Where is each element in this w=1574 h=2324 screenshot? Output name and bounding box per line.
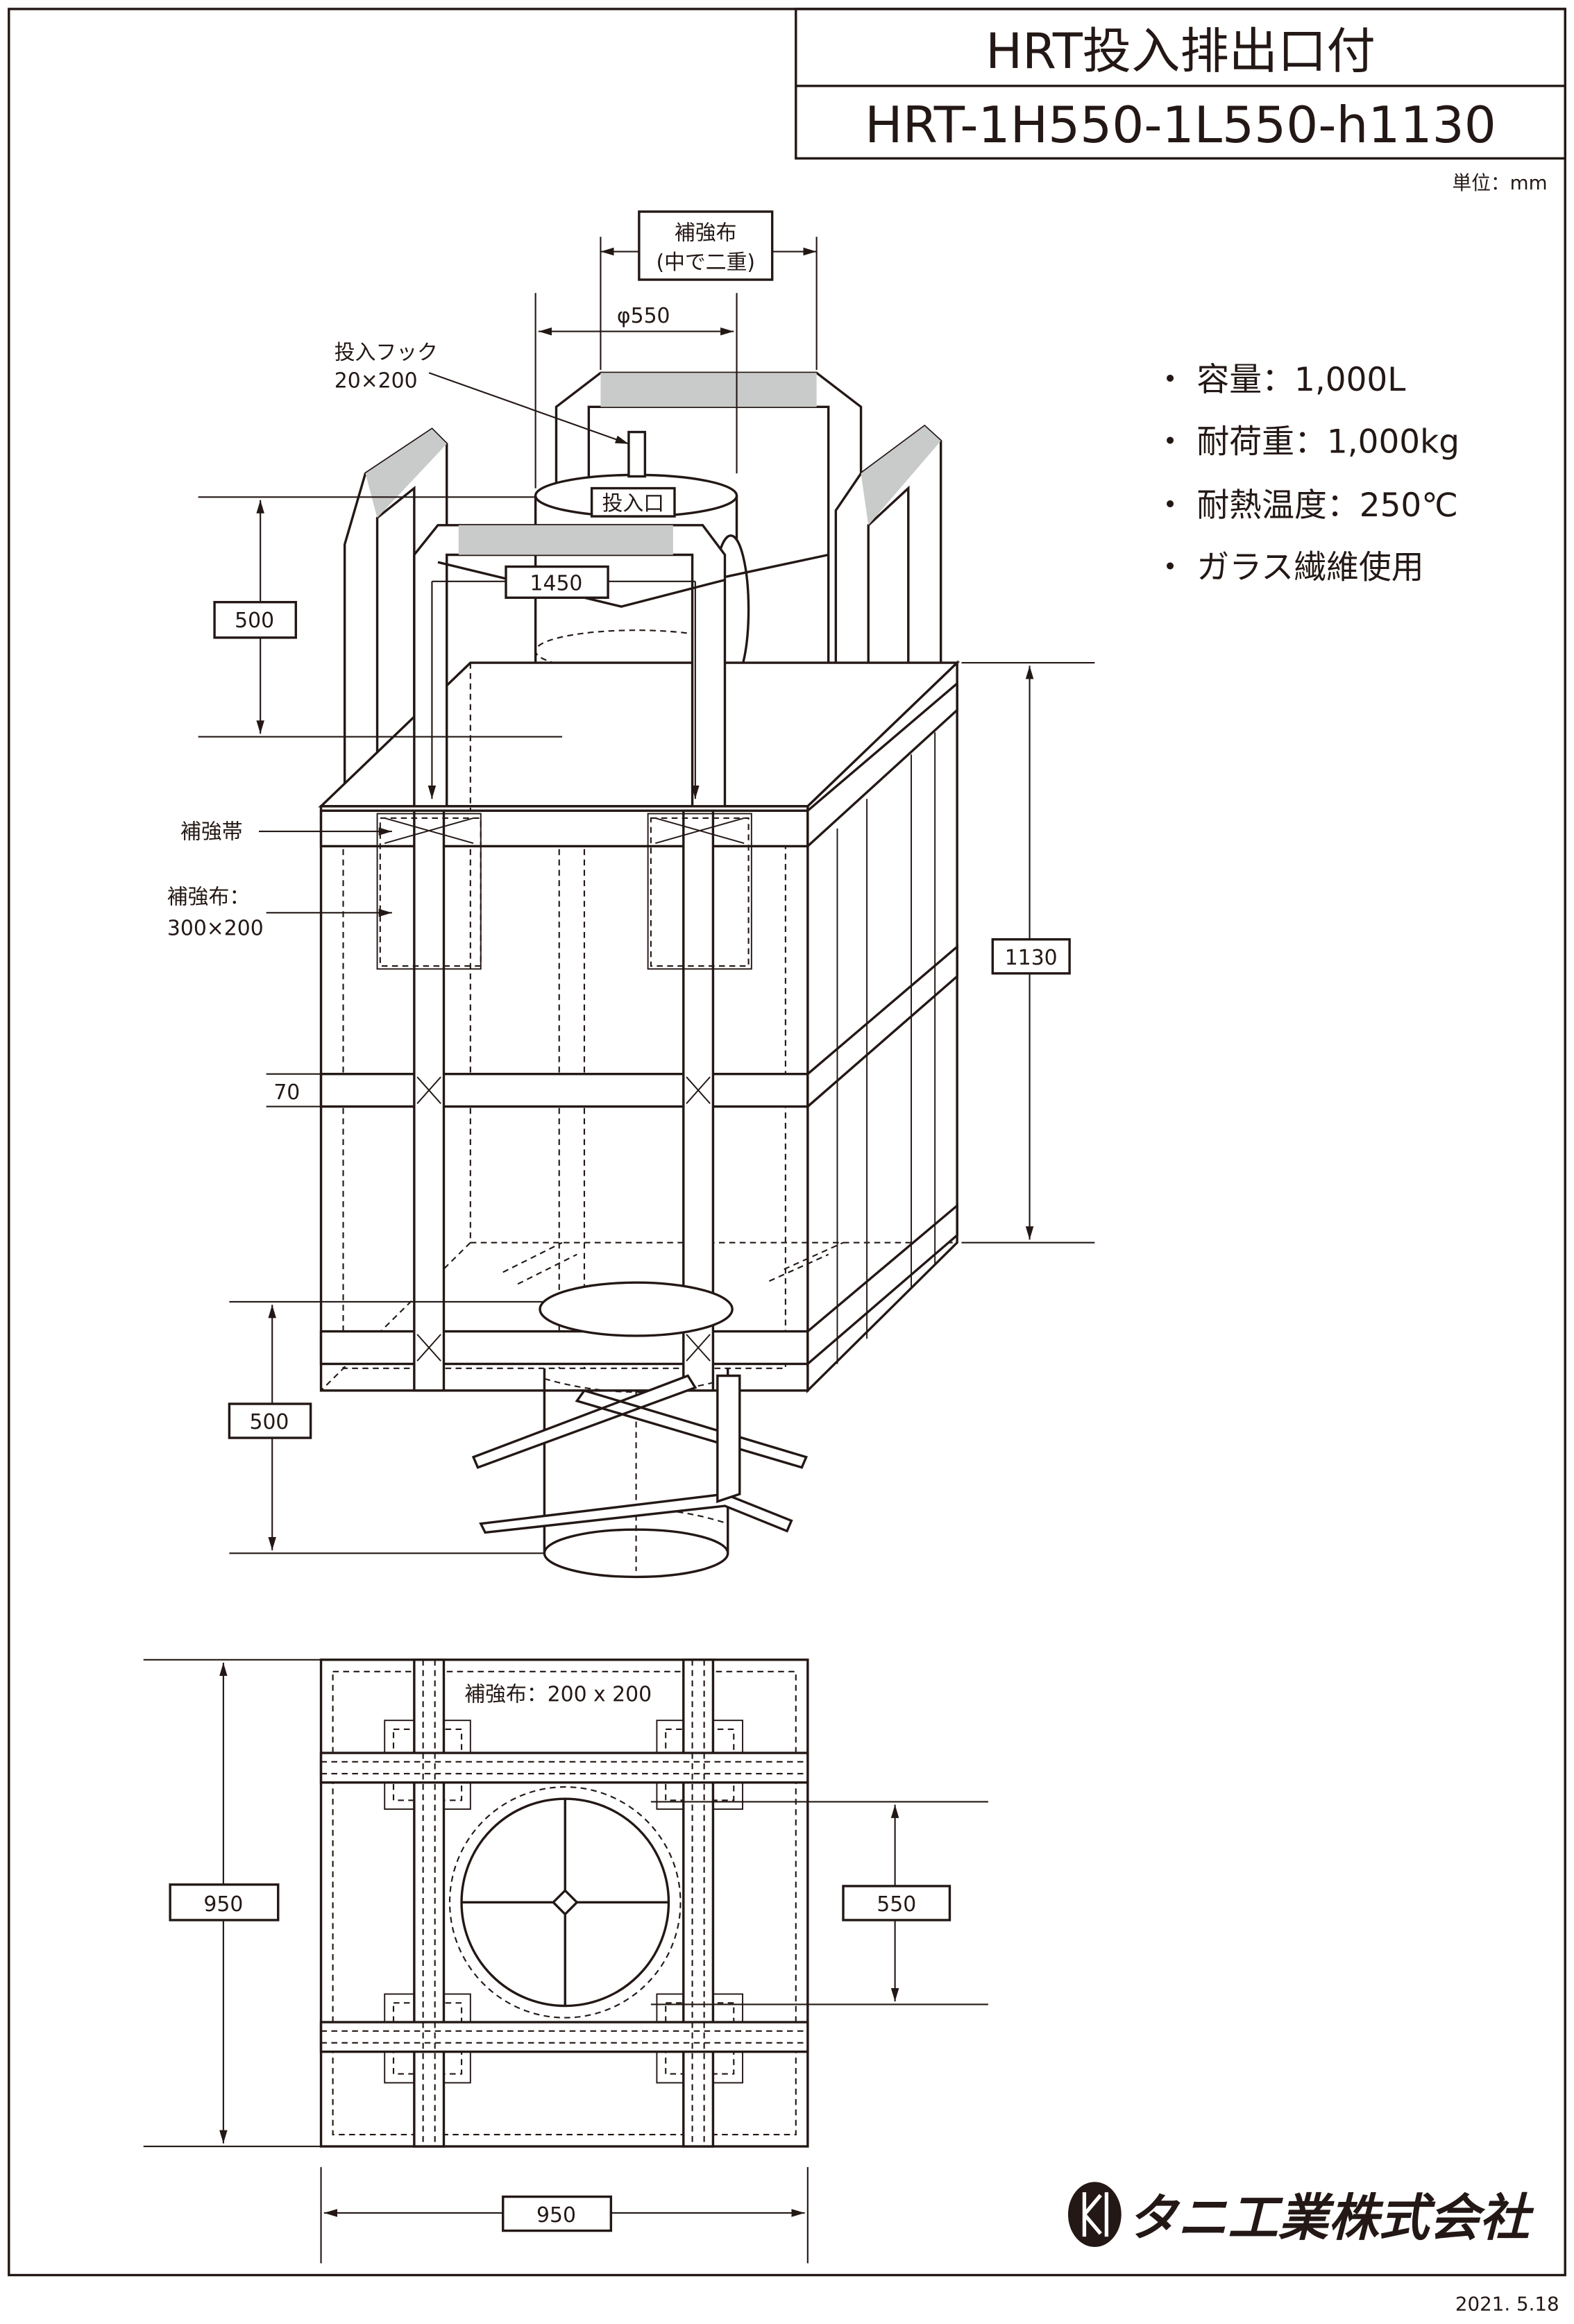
- title-block: HRT投入排出口付 HRT-1H550-1L550-h1130 単位：mm: [795, 8, 1566, 194]
- spec-load: ・ 耐荷重：1,000kg: [1154, 423, 1459, 461]
- spec-heat: ・ 耐熱温度：250℃: [1154, 486, 1458, 525]
- plan-cloth-label: 補強布：200 x 200: [464, 1682, 652, 1706]
- side-cloth-size: 300×200: [167, 916, 264, 940]
- reinforce-cloth-label: 補強布: [675, 221, 736, 245]
- logo-mark-icon: [1068, 2182, 1122, 2248]
- side-cloth-label: 補強布：: [167, 885, 250, 910]
- phi-label: φ550: [617, 304, 670, 328]
- spec-capacity: ・ 容量：1,000L: [1154, 361, 1406, 399]
- dim-outlet-dia: 550: [877, 1892, 916, 1917]
- dim-inlet-height: 500: [235, 609, 274, 633]
- model-number: HRT-1H550-1L550-h1130: [865, 96, 1496, 155]
- spec-list: ・ 容量：1,000L ・ 耐荷重：1,000kg ・ 耐熱温度：250℃ ・ …: [1154, 361, 1459, 587]
- dim-outlet-height: 500: [249, 1410, 289, 1434]
- hook-size: 20×200: [335, 369, 418, 393]
- sheet-frame: [8, 8, 1566, 2277]
- company-logo: タニ工業株式会社: [1068, 2182, 1534, 2248]
- isometric-view: [318, 371, 961, 1579]
- belt-label: 補強帯: [180, 820, 242, 845]
- spec-material: ・ ガラス繊維使用: [1154, 549, 1424, 587]
- dim-body-height: 1130: [1005, 946, 1058, 970]
- dim-plan-width: 950: [536, 2203, 576, 2228]
- hook-icon: [627, 430, 647, 478]
- drawing-title: HRT投入排出口付: [985, 23, 1376, 80]
- inlet-label: 投入口: [602, 492, 664, 516]
- hook-label: 投入フック: [335, 341, 438, 365]
- dim-plan-depth: 950: [203, 1892, 243, 1917]
- reinforce-cloth-sub: (中で二重): [656, 251, 755, 275]
- dim-belt-width: 70: [273, 1080, 300, 1105]
- iso-annotations: 補強布 (中で二重) φ550 投入フック 20×200 投入口 1450 50…: [167, 210, 1095, 1554]
- dim-loop-span: 1450: [530, 572, 583, 596]
- plan-view: 補強布：200 x 200 950 550 950: [143, 1659, 988, 2264]
- company-name: タニ工業株式会社: [1127, 2189, 1534, 2248]
- unit-label: 単位：mm: [1453, 171, 1548, 194]
- drawing-date: 2021. 5.18: [1455, 2293, 1559, 2316]
